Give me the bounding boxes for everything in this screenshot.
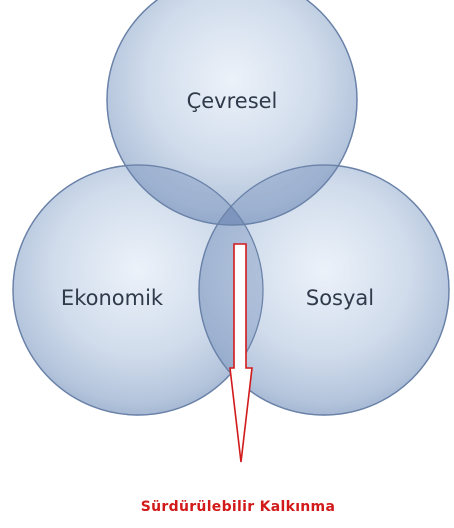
label-sosyal: Sosyal <box>306 286 374 310</box>
caption-surdurulebilir-kalkinma: Sürdürülebilir Kalkınma <box>141 499 335 515</box>
label-ekonomik: Ekonomik <box>61 286 164 310</box>
label-cevresel: Çevresel <box>187 89 278 113</box>
